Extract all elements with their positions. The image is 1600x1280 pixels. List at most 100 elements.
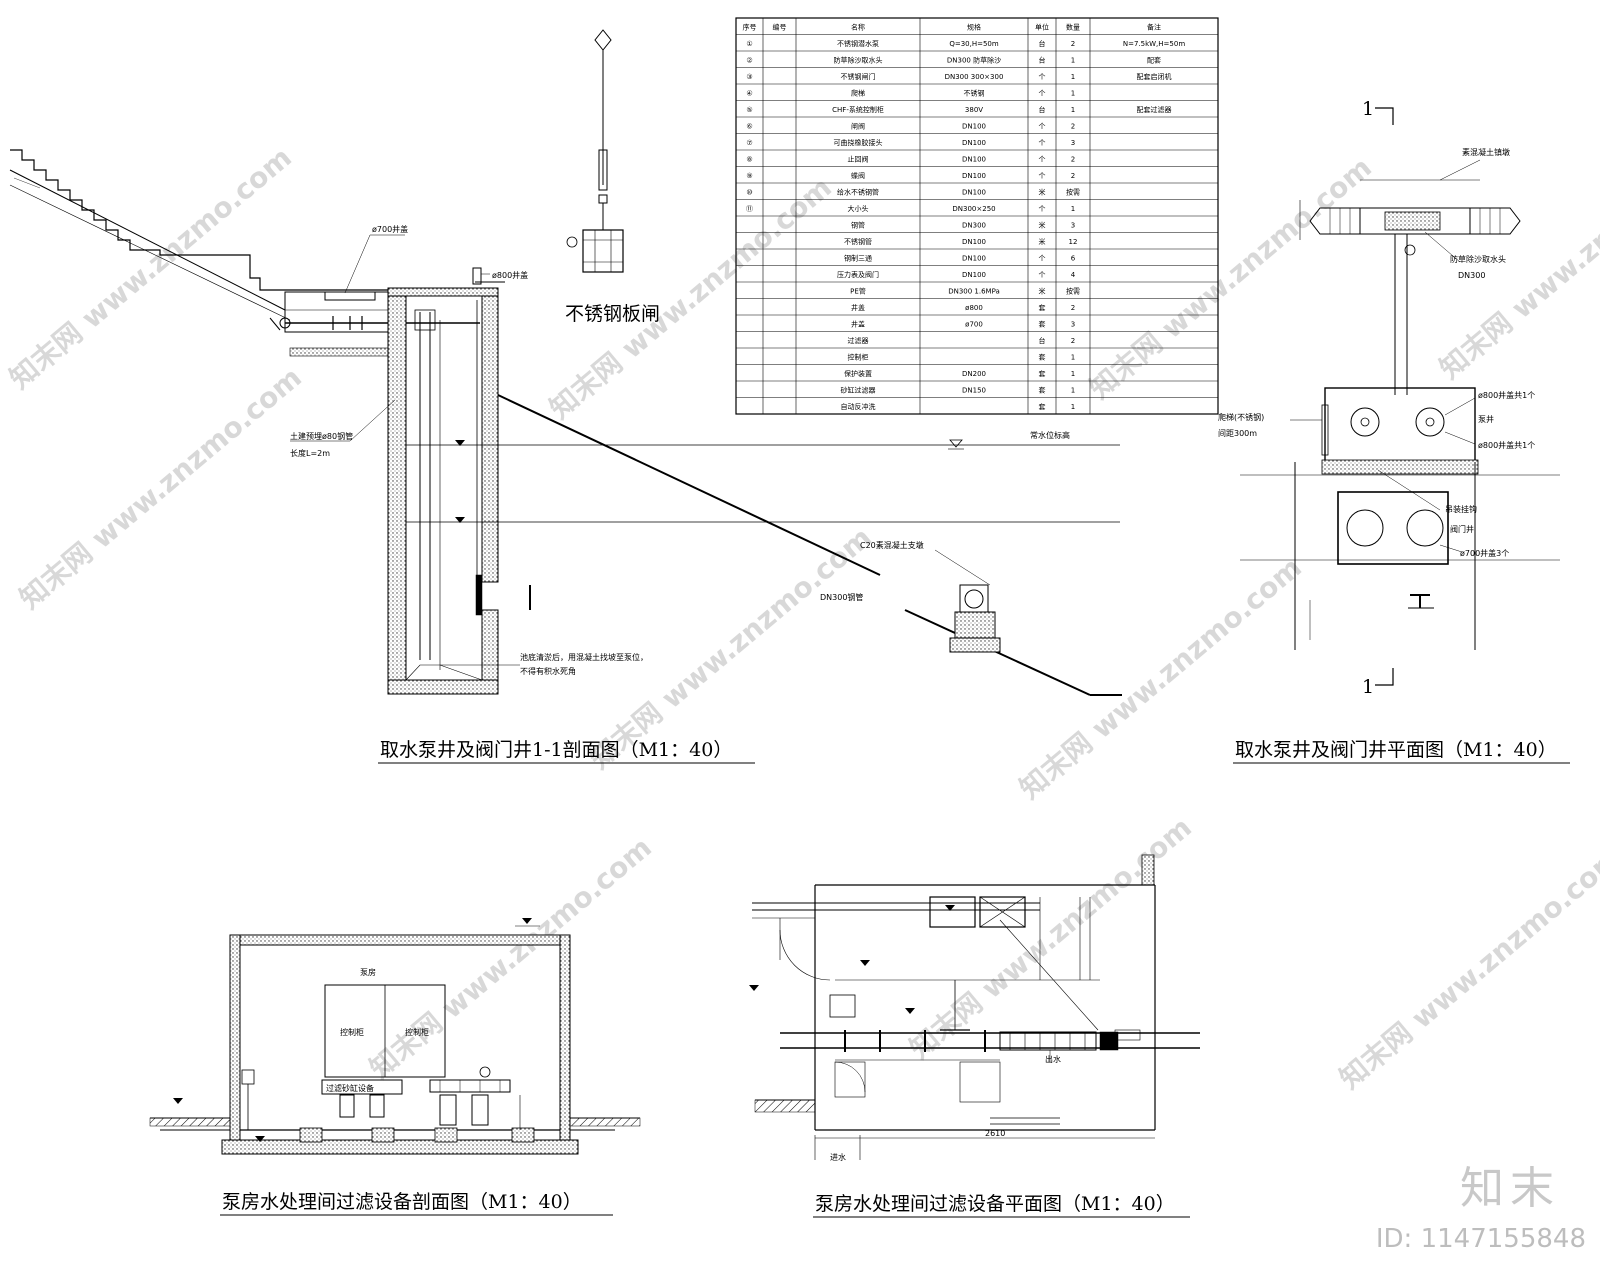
table-cell: 1 xyxy=(1071,73,1075,81)
table-cell: 2 xyxy=(1071,172,1075,180)
label-bottom-note-1: 池底清淤后，用混凝土找坡至泵位， xyxy=(520,652,648,662)
table-cell: 给水不锈钢管 xyxy=(837,187,879,196)
label-water-level: 常水位标高 xyxy=(1030,430,1070,440)
watermark-text: 知末网 www.znzmo.com xyxy=(363,831,658,1086)
table-cell: 2 xyxy=(1071,40,1075,48)
table-cell: 个 xyxy=(1039,89,1046,97)
table-header-cell: 单位 xyxy=(1035,22,1049,31)
table-cell: 钢制三通 xyxy=(844,253,872,262)
table-cell: ① xyxy=(746,40,752,48)
title-filter-plan: 泵房水处理间过滤设备平面图（M1：40） xyxy=(815,1193,1175,1215)
table-cell: 1 xyxy=(1071,353,1075,361)
table-cell: 个 xyxy=(1039,73,1046,81)
label-plan-g: 爬梯(不锈钢) xyxy=(1218,412,1264,422)
table-cell: 个 xyxy=(1039,205,1046,213)
watermark-text: 知末网 www.znzmo.com xyxy=(1083,151,1378,406)
table-cell: DN100 xyxy=(962,188,986,196)
table-cell: 井盖 xyxy=(851,319,865,328)
stainless-gate xyxy=(566,29,624,273)
table-header-cell: 规格 xyxy=(967,22,981,31)
table-cell: 钢管 xyxy=(851,220,865,229)
watermark-text: 知末网 www.znzmo.com xyxy=(583,521,878,776)
watermark-text: 知末网 www.znzmo.com xyxy=(3,141,298,396)
table-cell: 个 xyxy=(1039,254,1046,262)
table-cell: 井盖 xyxy=(851,303,865,312)
label-room: 泵房 xyxy=(360,967,376,977)
table-cell: 不锈钢 xyxy=(964,88,985,97)
table-cell: 大小头 xyxy=(848,204,869,213)
table-cell: ø800 xyxy=(965,304,983,312)
label-plan-h: 间距300m xyxy=(1218,429,1257,438)
table-cell: 止回阀 xyxy=(848,154,869,163)
table-cell: DN100 xyxy=(962,254,986,262)
section-mark-top: 1 xyxy=(1362,98,1374,120)
table-cell: 可曲挠橡胶接头 xyxy=(834,138,883,147)
label-plan-k: ø700井盖3个 xyxy=(1460,548,1509,558)
table-cell: PE管 xyxy=(850,286,866,295)
table-cell: ④ xyxy=(746,89,752,97)
label-inlet: 进水 xyxy=(830,1152,846,1162)
label-pipe: DN300钢管 xyxy=(820,592,863,602)
section-mark-bottom: 1 xyxy=(1362,676,1374,698)
table-cell: ⑪ xyxy=(746,205,753,213)
table-cell: 3 xyxy=(1071,139,1075,147)
label-support: C20素混凝土支墩 xyxy=(860,540,924,550)
table-cell: 配套启闭机 xyxy=(1137,72,1172,81)
table-cell: 米 xyxy=(1039,187,1046,196)
table-cell: 不锈钢潜水泵 xyxy=(837,39,879,48)
table-cell: DN150 xyxy=(962,386,986,394)
label-plan-a: 素混凝土镇墩 xyxy=(1462,147,1510,157)
table-cell: ⑥ xyxy=(746,122,752,130)
table-cell: 配套过滤器 xyxy=(1137,105,1172,114)
table-cell: 套 xyxy=(1039,319,1046,328)
table-cell: DN100 xyxy=(962,139,986,147)
label-cover2: ø800井盖 xyxy=(492,270,528,280)
table-cell: DN100 xyxy=(962,271,986,279)
table-cell: 6 xyxy=(1071,254,1076,262)
watermarks: 知末网 www.znzmo.com 知末网 www.znzmo.com 知末网 … xyxy=(3,131,1600,1096)
table-cell: ⑦ xyxy=(746,139,752,147)
table-cell: 砂缸过滤器 xyxy=(841,385,876,394)
table-cell: 4 xyxy=(1071,271,1076,279)
table-cell: 保护装置 xyxy=(844,369,872,378)
table-cell: ø700 xyxy=(965,320,983,328)
table-cell: DN300 防草除沙 xyxy=(947,55,1001,64)
label-gate: 不锈钢板闸 xyxy=(565,303,660,325)
table-cell: 按需 xyxy=(1066,286,1080,295)
table-cell: DN300 1.6MPa xyxy=(948,287,1000,295)
table-cell: ⑩ xyxy=(746,188,752,196)
table-header-cell: 编号 xyxy=(773,22,787,31)
label-embed-1: 土建预埋ø80钢管 xyxy=(290,431,353,441)
table-cell: 3 xyxy=(1071,221,1075,229)
table-cell: ③ xyxy=(746,73,752,81)
table-cell: CHF-系统控制柜 xyxy=(832,105,884,114)
label-plan-b: 防草除沙取水头 xyxy=(1450,254,1506,264)
table-cell: 套 xyxy=(1039,303,1046,312)
label-dim: 2610 xyxy=(985,1129,1005,1138)
label-cover: ø700井盖 xyxy=(372,224,408,234)
table-cell: 个 xyxy=(1039,155,1046,163)
watermark-text: 知末网 www.znzmo.com xyxy=(543,171,838,426)
table-cell: DN100 xyxy=(962,238,986,246)
table-cell: 个 xyxy=(1039,172,1046,180)
table-cell: 自动反冲洗 xyxy=(841,402,876,411)
image-id: ID: 1147155848 xyxy=(1375,1224,1586,1254)
table-cell: N=7.5kW,H=50m xyxy=(1123,40,1185,48)
table-cell: 3 xyxy=(1071,320,1075,328)
label-plan-e: 泵井 xyxy=(1478,414,1494,424)
label-plan-j: 阀门井 xyxy=(1450,524,1474,534)
table-cell: 1 xyxy=(1071,403,1075,411)
table-cell: 台 xyxy=(1039,105,1046,114)
table-cell: 过滤器 xyxy=(848,336,869,345)
label-embed-2: 长度L=2m xyxy=(290,448,330,458)
table-cell: 米 xyxy=(1039,237,1046,246)
table-cell: 米 xyxy=(1039,220,1046,229)
table-cell: 个 xyxy=(1039,122,1046,130)
table-cell: 1 xyxy=(1071,106,1075,114)
table-cell: DN300 xyxy=(962,221,986,229)
table-cell: 不锈钢闸门 xyxy=(841,72,876,81)
watermark-text: 知末网 www.znzmo.com xyxy=(1333,841,1600,1096)
filter-plan: 2610 进水 出水 xyxy=(749,854,1200,1162)
table-cell: DN100 xyxy=(962,122,986,130)
